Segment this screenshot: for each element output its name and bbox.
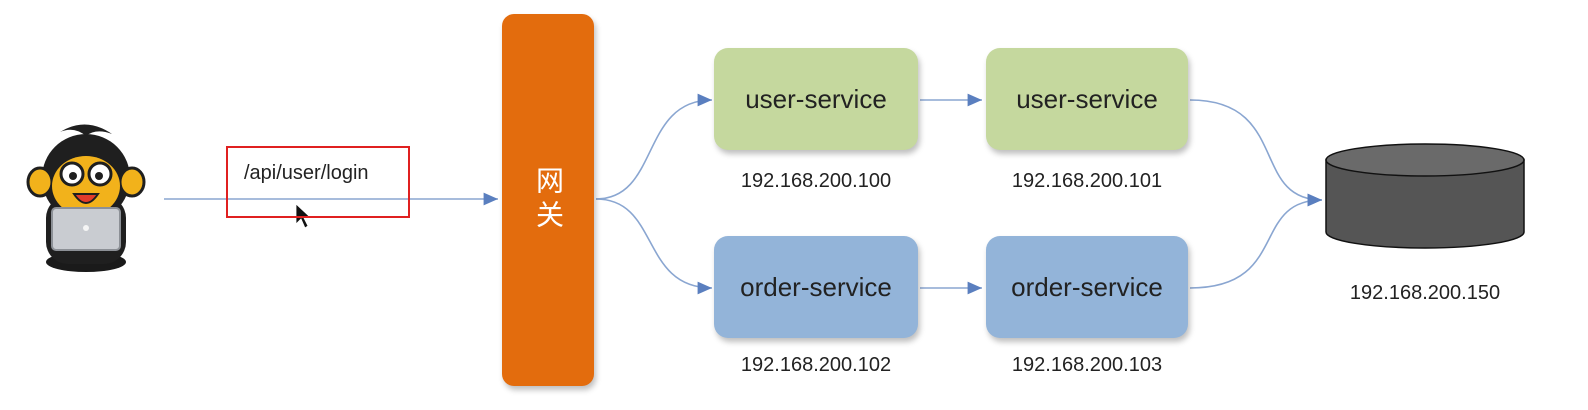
client-avatar-icon [26,124,146,272]
user-service-node-2: user-service [986,48,1188,150]
user-service-1-ip: 192.168.200.100 [740,170,892,192]
request-path-label: /api/user/login [244,162,369,184]
gateway-node: 网关 [502,14,594,386]
order-service-node-1: order-service [714,236,918,338]
gateway-to-order-service-arrow [595,198,713,295]
user-service-2-ip: 192.168.200.101 [1011,170,1163,192]
user-service-to-db-arrow [1189,99,1323,207]
database-ip: 192.168.200.150 [1349,282,1501,304]
order-service-1-ip: 192.168.200.102 [740,354,892,376]
order-service-node-2: order-service [986,236,1188,338]
order-service-to-db-arrow [1189,193,1323,289]
user-service-node-1: user-service [714,48,918,150]
database-icon [1325,143,1525,249]
gateway-to-user-service-arrow [595,93,713,200]
request-path-highlight [226,146,410,218]
order-service-2-ip: 192.168.200.103 [1011,354,1163,376]
